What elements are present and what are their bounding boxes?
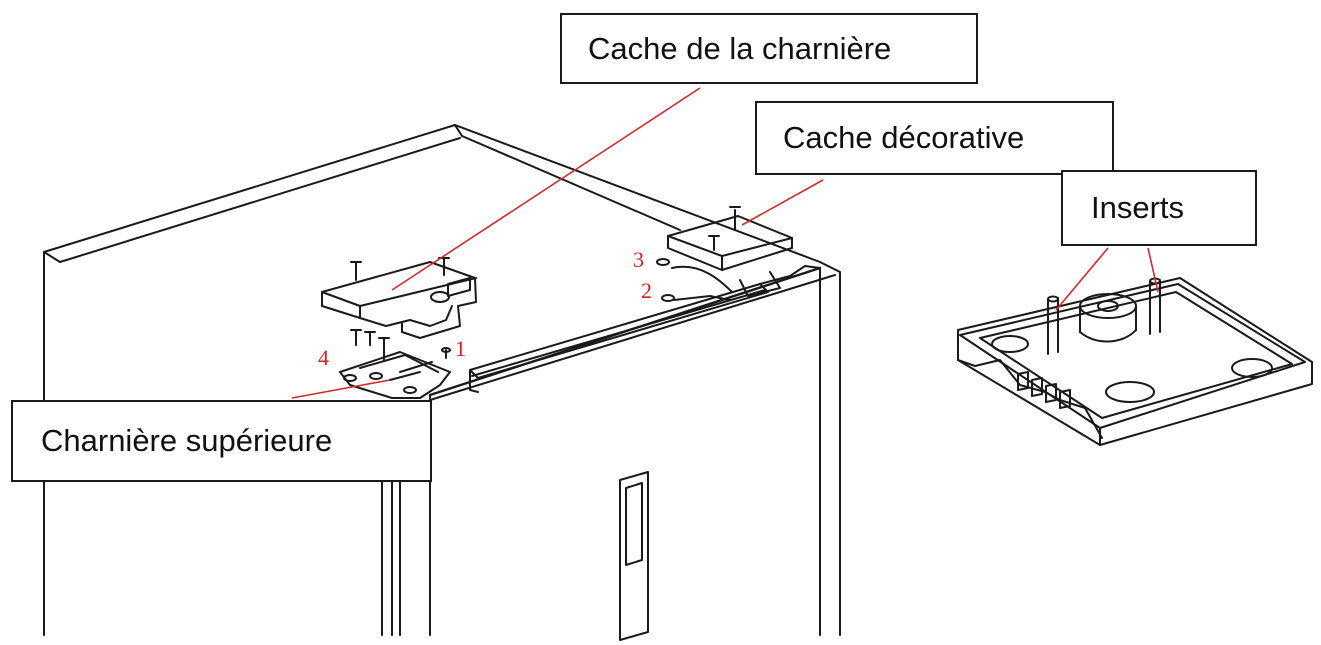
- leader-hinge-cover: [391, 87, 701, 291]
- step-numbers: 1 2 3 4: [318, 247, 652, 370]
- label-hinge-cover: Cache de la charnière: [560, 13, 978, 84]
- leader-insert-right: [1147, 247, 1159, 293]
- step-number-2: 2: [641, 278, 652, 303]
- label-hinge-cover-text: Cache de la charnière: [588, 30, 892, 66]
- top-hinge-part: [339, 329, 451, 399]
- label-inserts: Inserts: [1061, 170, 1257, 246]
- step-number-3: 3: [633, 247, 644, 272]
- leader-top-hinge: [291, 379, 391, 399]
- step-number-1: 1: [455, 336, 466, 361]
- decorative-cover-detail: [957, 277, 1313, 446]
- label-decorative-cover-text: Cache décorative: [783, 120, 1025, 155]
- leader-lines: [291, 87, 1159, 399]
- label-inserts-text: Inserts: [1091, 190, 1185, 225]
- leader-insert-left: [1055, 247, 1109, 311]
- hinge-cover-part: [321, 257, 477, 339]
- step-number-4: 4: [318, 345, 329, 370]
- label-decorative-cover: Cache décorative: [755, 101, 1114, 175]
- label-top-hinge: Charnière supérieure: [11, 400, 432, 482]
- decorative-cover-part: [656, 206, 793, 302]
- label-top-hinge-text: Charnière supérieure: [41, 423, 333, 458]
- leader-decorative-cover: [741, 179, 824, 226]
